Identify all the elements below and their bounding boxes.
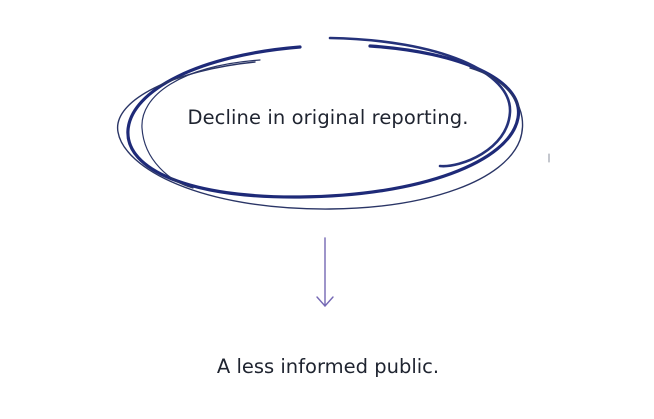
circle-stroke-thin-outer: [117, 61, 524, 210]
circle-stroke-2: [328, 36, 512, 168]
effect-label: A less informed public.: [216, 355, 440, 378]
arrow-head: [316, 296, 334, 307]
arrow-down-icon: [316, 237, 334, 307]
circle-stroke-thin-inner: [141, 59, 261, 189]
circle-stroke-bold: [126, 44, 521, 199]
cause-label: Decline in original reporting.: [187, 106, 469, 129]
hand-drawn-circle-icon: [117, 36, 550, 210]
